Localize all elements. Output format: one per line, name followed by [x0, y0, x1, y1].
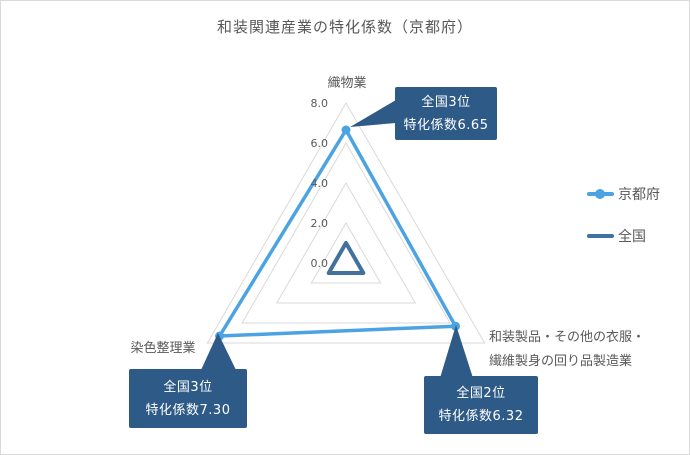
series-polygon-kyoto	[217, 128, 458, 338]
callout-textile-rank: 全国3位	[421, 94, 471, 110]
legend-item-national: 全国	[587, 227, 646, 245]
callout-kimono-value: 特化係数6.32	[438, 409, 524, 424]
kyoto-dot-marker-icon	[595, 189, 605, 199]
gridline-ring-4	[275, 182, 417, 304]
callout-dyeing-rank: 全国3位	[163, 379, 213, 395]
radial-tick-8: 8.0	[310, 97, 329, 110]
callout-textile-industry: 全国3位 特化係数6.65	[395, 87, 497, 140]
axis-label-kimono-products-line1: 和装製品・その他の衣服・	[489, 330, 646, 345]
data-point-marker	[341, 125, 351, 135]
radial-tick-4: 4.0	[310, 177, 329, 190]
axis-label-kimono-products-line2: 繊維製身の回り品製造業	[489, 354, 633, 369]
legend-label-national: 全国	[618, 229, 646, 245]
legend-label-kyoto: 京都府	[618, 187, 660, 203]
national-line-marker-icon	[587, 234, 614, 238]
callout-pointer-dyeing	[201, 333, 236, 370]
callout-kimono-products: 全国2位 特化係数6.32	[424, 376, 538, 434]
radial-tick-6: 6.0	[310, 137, 329, 150]
kyoto-line-marker-icon	[587, 189, 614, 199]
axis-label-textile-industry: 織物業	[327, 76, 367, 91]
gridline-ring-8	[206, 102, 486, 344]
axis-label-dyeing-finishing: 染色整理業	[130, 341, 196, 356]
data-point-marker	[451, 321, 460, 331]
callout-dyeing-finishing: 全国3位 特化係数7.30	[129, 369, 247, 428]
axis-label-kimono-products: 和装製品・その他の衣服・ 繊維製身の回り品製造業	[489, 326, 645, 374]
callout-dyeing-value: 特化係数7.30	[145, 402, 231, 418]
chart-title: 和装関連産業の特化係数（京都府）	[216, 18, 473, 36]
callout-pointer-textile	[350, 100, 396, 127]
callout-textile-value: 特化係数6.65	[403, 117, 489, 133]
radial-tick-0: 0.0	[310, 257, 329, 270]
gridline-ring-6	[241, 141, 451, 324]
series-polygon-national	[326, 241, 366, 275]
callout-kimono-rank: 全国2位	[456, 386, 506, 401]
legend-item-kyoto: 京都府	[587, 185, 660, 203]
callout-pointer-kimono	[440, 325, 473, 378]
radial-tick-2: 2.0	[310, 217, 329, 230]
gridline-ring-2	[310, 221, 382, 284]
